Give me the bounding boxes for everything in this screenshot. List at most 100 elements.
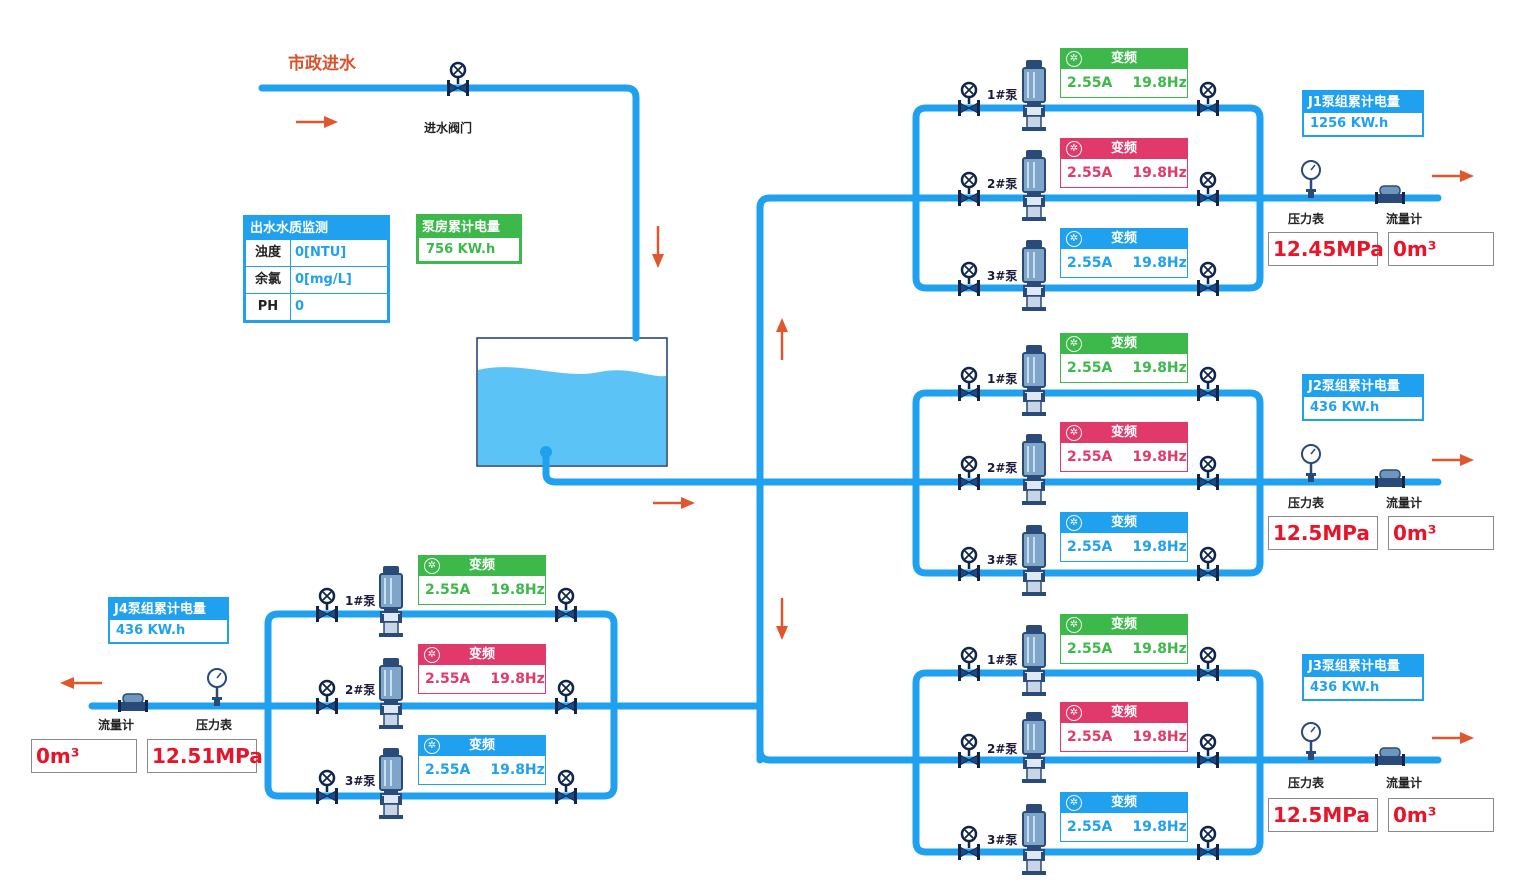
wq-value: 0 xyxy=(295,299,305,314)
pump-icon[interactable] xyxy=(1021,59,1047,132)
pump-current: 2.55A xyxy=(1067,360,1113,376)
j3-energy-title: J3泵组累计电量 xyxy=(1304,656,1422,677)
pump-current: 2.55A xyxy=(425,762,471,778)
pump-icon[interactable] xyxy=(1021,433,1047,506)
j2-pump3-label: 3#泵 xyxy=(987,553,1018,567)
j3-pump1-label: 1#泵 xyxy=(987,653,1018,667)
j4-flow-label: 流量计 xyxy=(98,718,135,732)
pump-current: 2.55A xyxy=(1067,75,1113,91)
fan-icon: ✲ xyxy=(1066,141,1082,157)
j1-pump3-label: 3#泵 xyxy=(987,269,1018,283)
j1-pressure-value: 12.45MPa xyxy=(1268,232,1384,266)
tank-outlet xyxy=(540,446,552,458)
pump-current: 2.55A xyxy=(425,671,471,687)
j2-flow-label: 流量计 xyxy=(1386,496,1423,510)
wq-key: 余氯 xyxy=(246,267,291,293)
station-energy-panel: 泵房累计电量 756 KW.h xyxy=(416,214,522,264)
pump-current: 2.55A xyxy=(1067,165,1113,181)
pump-status: 变频 xyxy=(1110,795,1137,810)
pressure-gauge-icon xyxy=(206,667,228,708)
j3-pump2-label: 2#泵 xyxy=(987,742,1018,756)
flow-arrow-icon xyxy=(1430,168,1476,184)
pressure-gauge-icon xyxy=(1300,443,1322,484)
pump-frequency: 19.8Hz xyxy=(1132,360,1187,376)
j4-pressure-label: 压力表 xyxy=(196,718,233,732)
flow-arrow-icon xyxy=(650,224,666,270)
station-energy-value: 756 KW.h xyxy=(426,242,496,257)
pump-icon[interactable] xyxy=(378,747,404,820)
flow-arrow-icon xyxy=(1430,452,1476,468)
pump-status: 变频 xyxy=(1110,141,1137,156)
inlet-pipe xyxy=(258,84,640,342)
j2-energy-title: J2泵组累计电量 xyxy=(1304,376,1422,397)
station-energy-title: 泵房累计电量 xyxy=(419,217,519,238)
pump-icon[interactable] xyxy=(378,565,404,638)
j3-energy-value: 436 KW.h xyxy=(1310,680,1380,695)
flow-arrow-icon xyxy=(58,675,104,691)
fan-icon: ✲ xyxy=(1066,795,1082,811)
pump-current: 2.55A xyxy=(1067,641,1113,657)
j3-flow-label: 流量计 xyxy=(1386,776,1423,790)
pump-icon[interactable] xyxy=(378,657,404,730)
pump-icon[interactable] xyxy=(1021,624,1047,697)
pump-icon[interactable] xyxy=(1021,149,1047,222)
water-tank xyxy=(476,337,668,467)
j3-energy-panel: J3泵组累计电量 436 KW.h xyxy=(1302,654,1424,701)
pump-status: 变频 xyxy=(1110,705,1137,720)
pump-icon[interactable] xyxy=(1021,344,1047,417)
flow-arrow-icon xyxy=(1430,730,1476,746)
pump-frequency: 19.8Hz xyxy=(1132,539,1187,555)
tank-outlet-pipe xyxy=(542,448,920,486)
pump-icon[interactable] xyxy=(1021,803,1047,876)
j4-flow-value: 0m³ xyxy=(31,739,137,773)
inlet-title: 市政进水 xyxy=(288,54,356,74)
flowmeter-icon xyxy=(1374,185,1406,205)
pump-current: 2.55A xyxy=(1067,539,1113,555)
fan-icon: ✲ xyxy=(1066,231,1082,247)
pump-frequency: 19.8Hz xyxy=(1132,75,1187,91)
j1-flow-label: 流量计 xyxy=(1386,212,1423,226)
water-quality-title: 出水水质监测 xyxy=(246,218,387,240)
flow-arrow-icon xyxy=(774,316,790,362)
fan-icon: ✲ xyxy=(424,558,440,574)
j4-pump2-label: 2#泵 xyxy=(345,683,376,697)
pump-status: 变频 xyxy=(1110,51,1137,66)
pump-current: 2.55A xyxy=(1067,729,1113,745)
pump-icon[interactable] xyxy=(1021,711,1047,784)
pump-status: 变频 xyxy=(1110,231,1137,246)
flowmeter-icon xyxy=(117,693,149,713)
j1-manifold xyxy=(912,104,1264,292)
wq-value: 0[NTU] xyxy=(295,245,347,260)
j2-pump1-label: 1#泵 xyxy=(987,372,1018,386)
j3-manifold xyxy=(912,669,1264,856)
riser-pipe xyxy=(756,194,920,764)
j2-energy-value: 436 KW.h xyxy=(1310,400,1380,415)
pump-icon[interactable] xyxy=(1021,239,1047,312)
pump-status: 变频 xyxy=(1110,515,1137,530)
j1-energy-title: J1泵组累计电量 xyxy=(1304,92,1422,113)
pump-current: 2.55A xyxy=(425,582,471,598)
j2-pressure-label: 压力表 xyxy=(1288,496,1325,510)
j2-pressure-value: 12.5MPa xyxy=(1268,516,1378,550)
j1-pump2-label: 2#泵 xyxy=(987,177,1018,191)
pump-current: 2.55A xyxy=(1067,449,1113,465)
pump-frequency: 19.8Hz xyxy=(490,762,545,778)
pump-icon[interactable] xyxy=(1021,524,1047,597)
pump-frequency: 19.8Hz xyxy=(1132,819,1187,835)
fan-icon: ✲ xyxy=(424,738,440,754)
